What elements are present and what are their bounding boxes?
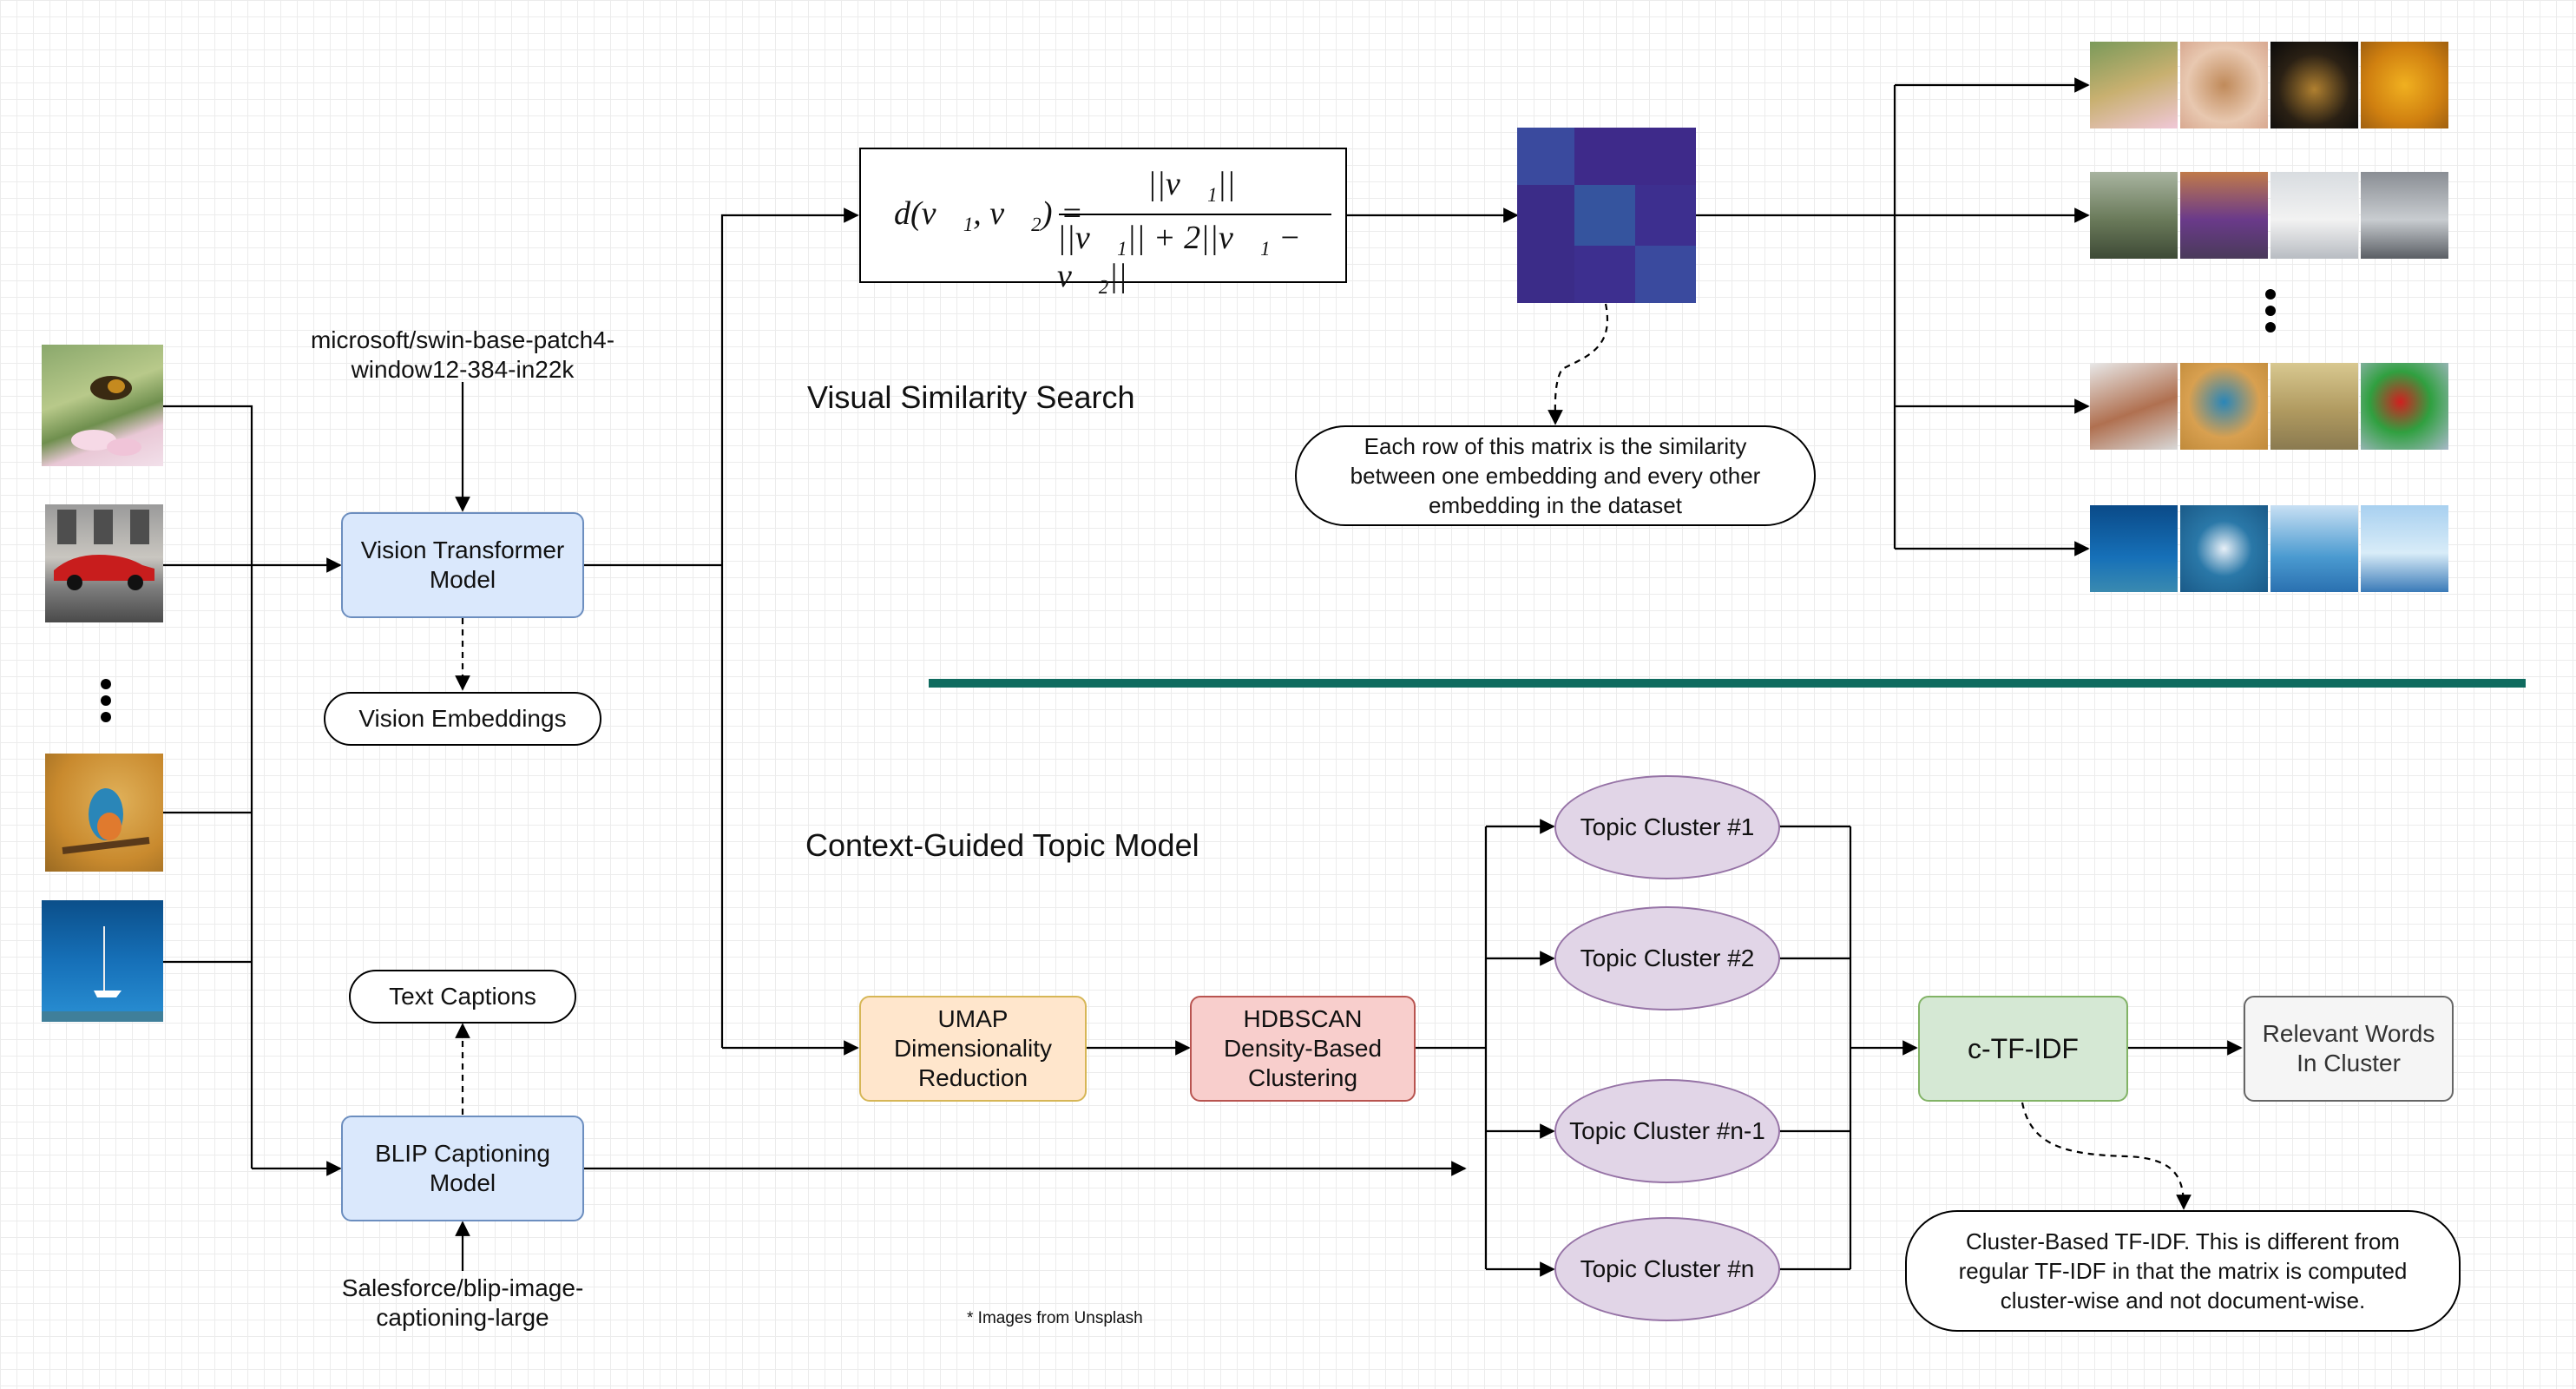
distance-formula-box: d(v⃗₁, v⃗₂) = ||v⃗₁|| ||v⃗₁|| + 2||v⃗₁ −…	[859, 148, 1347, 294]
section-divider	[929, 679, 2526, 688]
text-captions-node: Text Captions	[349, 970, 576, 1024]
topic-cluster-1: Topic Cluster #1	[1554, 775, 1780, 879]
topic-model-title: Context-Guided Topic Model	[805, 827, 1199, 863]
edge-branch-formula	[720, 207, 859, 1048]
ctfidf-node: c-TF-IDF	[1918, 996, 2128, 1102]
formula-numerator: ||v⃗₁||	[1147, 166, 1236, 202]
result-sailboat-blue	[2090, 505, 2178, 592]
input-image-car	[45, 504, 163, 622]
edge-img1-bus	[163, 405, 253, 1168]
result-silver-sports-car	[2361, 172, 2448, 259]
more-inputs-ellipsis-icon	[101, 679, 111, 728]
umap-node: UMAP Dimensionality Reduction	[859, 996, 1087, 1102]
more-results-ellipsis-icon	[2265, 289, 2276, 339]
ctfidf-explanation-note: Cluster-Based TF-IDF. This is different …	[1905, 1210, 2461, 1332]
result-bird-branch	[2090, 363, 2178, 450]
topic-cluster-2: Topic Cluster #2	[1554, 906, 1780, 1010]
edge-ctfidf-note	[2021, 1102, 2192, 1210]
relevant-words-node: Relevant Words In Cluster	[2244, 996, 2454, 1102]
matrix-explanation-note: Each row of this matrix is the similarit…	[1295, 425, 1816, 526]
results-row-bees	[2090, 42, 2449, 128]
results-row-boats	[2090, 505, 2449, 592]
results-row-birds	[2090, 363, 2449, 450]
topic-cluster-n-1: Topic Cluster #n-1	[1554, 1079, 1780, 1183]
input-image-kingfisher	[45, 754, 163, 872]
result-parrot	[2361, 363, 2448, 450]
formula-denominator: ||v⃗₁|| + 2||v⃗₁ − v⃗₂||	[1057, 220, 1301, 294]
result-bee-flower	[2090, 42, 2178, 128]
blip-source-label: Salesforce/blip-image- captioning-large	[341, 1274, 584, 1331]
input-image-bee	[42, 345, 163, 466]
result-speedboat	[2180, 505, 2268, 592]
result-sailboats	[2270, 505, 2358, 592]
result-sparrow	[2270, 363, 2358, 450]
formula-fraction-bar	[1059, 214, 1331, 215]
topic-cluster-n: Topic Cluster #n	[1554, 1217, 1780, 1321]
result-bee-yellow	[2361, 42, 2448, 128]
result-green-car	[2090, 172, 2178, 259]
edge-matrix-note	[1548, 303, 1608, 425]
image-credit-footnote: * Images from Unsplash	[967, 1309, 1143, 1327]
blip-model-node: BLIP Captioning Model	[341, 1116, 584, 1221]
vit-source-label: microsoft/swin-base-patch4- window12-384…	[310, 326, 615, 383]
result-bee-dark	[2270, 42, 2358, 128]
formula-lhs: d(v⃗₁, v⃗₂) =	[894, 195, 1083, 232]
result-purple-beetle	[2180, 172, 2268, 259]
input-image-sailboat	[42, 900, 163, 1022]
result-white-jeep	[2270, 172, 2358, 259]
visual-similarity-title: Visual Similarity Search	[807, 379, 1135, 415]
result-bee-macro	[2180, 42, 2268, 128]
vit-model-node: Vision Transformer Model	[341, 512, 584, 618]
result-kingfisher	[2180, 363, 2268, 450]
similarity-matrix	[1517, 128, 1696, 303]
hdbscan-node: HDBSCAN Density-Based Clustering	[1190, 996, 1416, 1102]
results-row-cars	[2090, 172, 2449, 259]
result-sailboat-sky	[2361, 505, 2448, 592]
vision-embeddings-node: Vision Embeddings	[324, 692, 601, 746]
